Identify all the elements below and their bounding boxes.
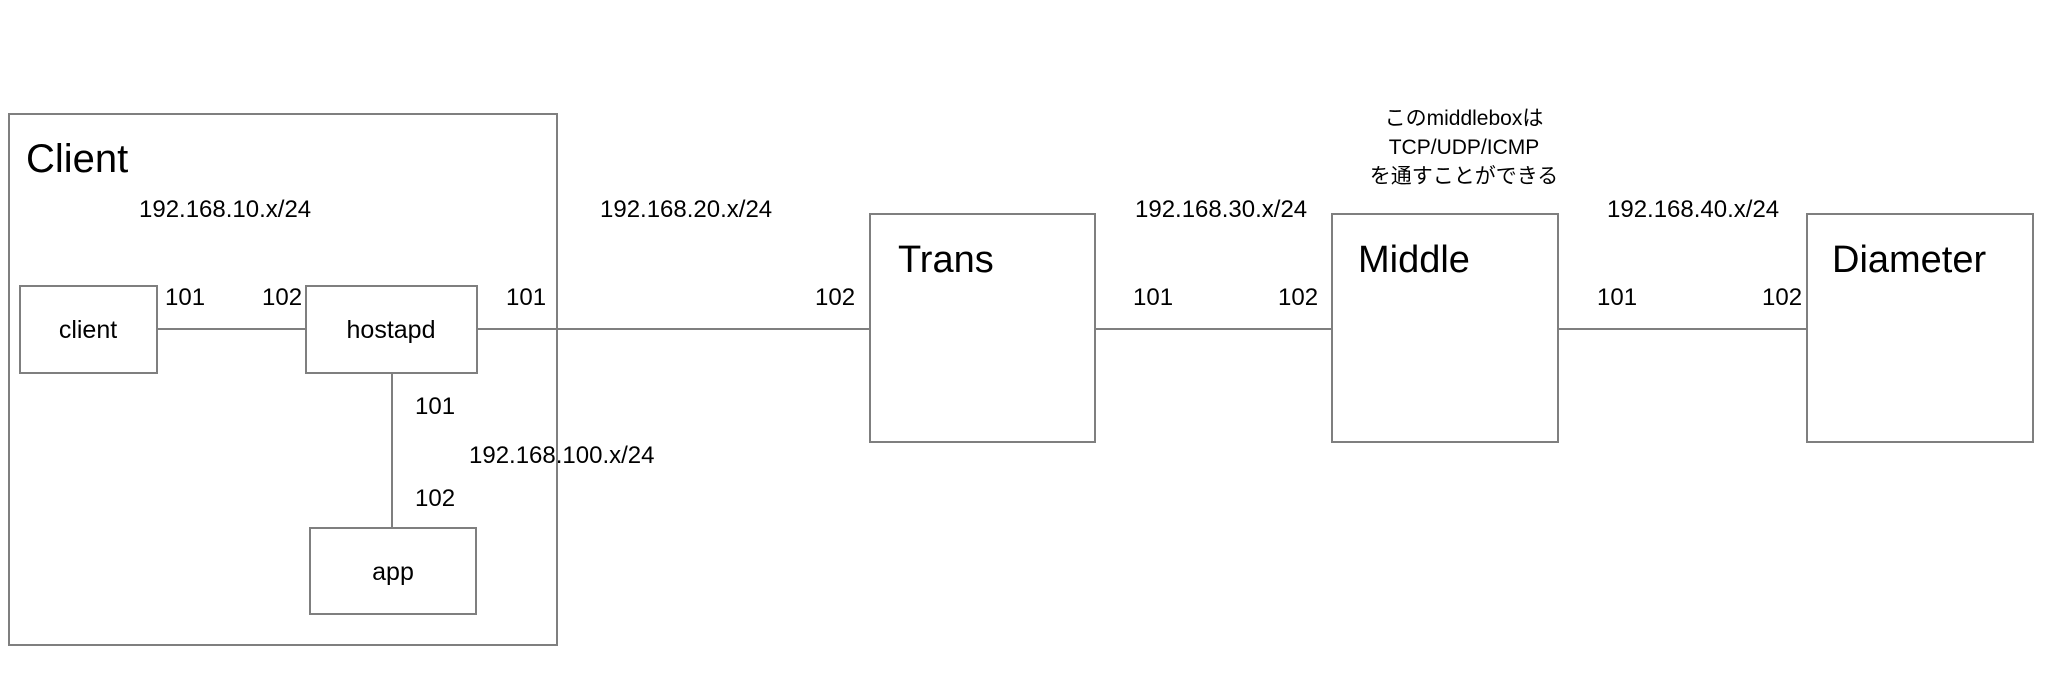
annotation-middlebox-line1: このmiddleboxは: [1385, 107, 1544, 130]
port-label-middle-right: 101: [1597, 284, 1637, 311]
node-hostapd-box[interactable]: [305, 285, 478, 374]
annotation-middlebox-line2: TCP/UDP/ICMP: [1389, 136, 1540, 159]
port-label-hostapd-left: 102: [262, 284, 302, 311]
subnet-label-net20: 192.168.20.x/24: [600, 196, 772, 223]
port-label-trans-left: 102: [815, 284, 855, 311]
port-label-hostapd-right: 101: [506, 284, 546, 311]
subnet-label-net30: 192.168.30.x/24: [1135, 196, 1307, 223]
port-label-hostapd-bottom: 101: [415, 393, 455, 420]
node-diameter-box[interactable]: [1806, 213, 2034, 443]
subnet-label-net10: 192.168.10.x/24: [139, 196, 311, 223]
port-label-client-right: 101: [165, 284, 205, 311]
node-trans-box[interactable]: [869, 213, 1096, 443]
node-hostapd-label: hostapd: [347, 316, 436, 344]
port-label-middle-left: 102: [1278, 284, 1318, 311]
port-label-trans-right: 101: [1133, 284, 1173, 311]
zone-client-title: Client: [26, 137, 128, 181]
subnet-label-net40: 192.168.40.x/24: [1607, 196, 1779, 223]
node-app-box[interactable]: [309, 527, 477, 615]
port-label-diameter-left: 102: [1762, 284, 1802, 311]
node-middle-label: Middle: [1358, 239, 1470, 281]
node-middle-box[interactable]: [1331, 213, 1559, 443]
node-client-box[interactable]: [19, 285, 158, 374]
node-client-label: client: [59, 316, 117, 344]
annotation-middlebox-line3: を通すことができる: [1370, 165, 1559, 188]
subnet-label-net100: 192.168.100.x/24: [469, 442, 655, 469]
node-app-label: app: [372, 558, 414, 586]
node-diameter-label: Diameter: [1832, 239, 1986, 281]
node-trans-label: Trans: [898, 239, 994, 281]
port-label-app-top: 102: [415, 485, 455, 512]
